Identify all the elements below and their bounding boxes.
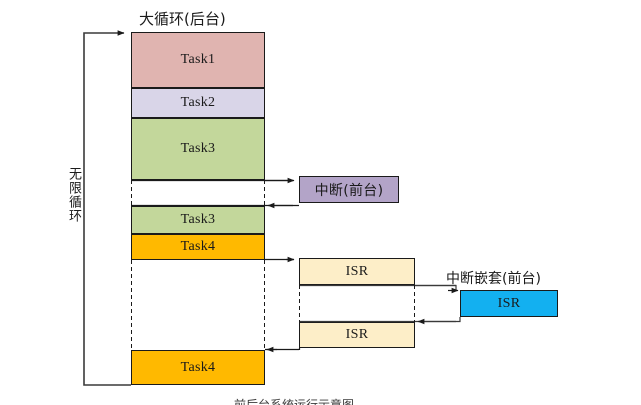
task-label: Task3 <box>180 212 216 227</box>
infinite-loop-label: 无限循环 <box>66 167 81 223</box>
bottom-caption: 前后台系统运行示意图 <box>234 398 355 405</box>
infinite-loop-bracket <box>83 30 131 386</box>
task-box-task1: Task1 <box>131 32 265 88</box>
task-label: Task2 <box>180 95 216 110</box>
isr-label: ISR <box>497 295 521 311</box>
isr-label: ISR <box>345 263 369 279</box>
task-label: Task4 <box>180 359 216 375</box>
isr-box-first: ISR <box>299 258 415 285</box>
task-box-task2: Task2 <box>131 88 265 118</box>
nested-interrupt-title: 中断嵌套(前台) <box>446 271 541 287</box>
task-label: Task3 <box>180 141 216 156</box>
arrow-return-nested-isr <box>417 317 461 325</box>
task-box-task4-first: Task4 <box>131 234 265 260</box>
interrupt-label: 中断(前台) <box>314 182 384 199</box>
task-box-task3-second: Task3 <box>131 206 265 234</box>
task-label: Task4 <box>180 239 216 254</box>
isr-box-nested: ISR <box>460 290 558 317</box>
task-box-task4-second: Task4 <box>131 350 265 385</box>
isr-label: ISR <box>345 327 369 342</box>
task-label: Task1 <box>180 52 216 67</box>
background-loop-title: 大循环(后台) <box>139 10 226 28</box>
isr-box-second: ISR <box>299 322 415 348</box>
interrupt-box-foreground: 中断(前台) <box>299 176 399 203</box>
task-box-task3-first: Task3 <box>131 118 265 180</box>
